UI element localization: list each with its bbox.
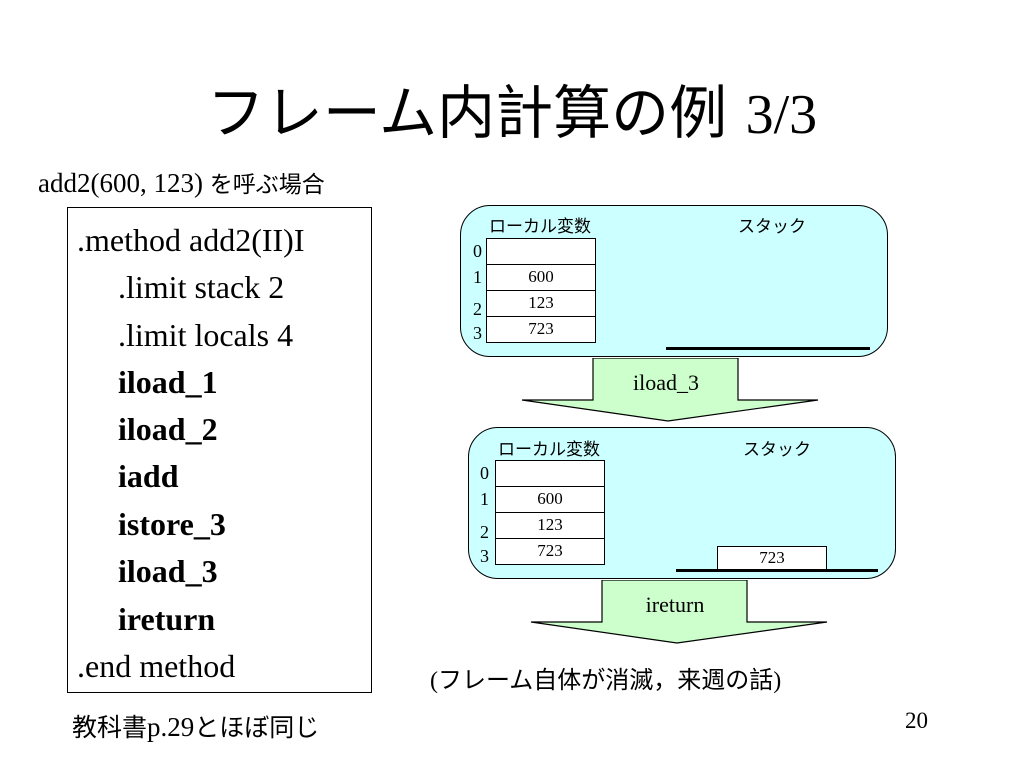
code-line-limit-locals: .limit locals 4	[118, 317, 294, 353]
frame-after-local-1: 600	[496, 487, 604, 513]
frame-after-stack-item-0: 723	[717, 546, 827, 570]
frame-before-stack-base	[666, 347, 870, 350]
frame-before-local-3: 723	[487, 317, 595, 343]
slide-title: フレーム内計算の例 3/3	[0, 78, 1024, 150]
subtitle-jp: を呼ぶ場合	[209, 172, 325, 198]
code-line-limit-stack: .limit stack 2	[118, 269, 285, 305]
footer-jp2: とほぼ同じ	[194, 713, 320, 742]
arrow-down-icon	[530, 580, 828, 644]
footer-page: p.29	[147, 712, 195, 742]
frame-after-stack-label: スタック	[743, 440, 811, 460]
footer-note: 教科書p.29とほぼ同じ	[72, 708, 319, 744]
frame-after-stack-base	[676, 569, 878, 572]
title-page-fraction: 3/3	[745, 84, 818, 146]
frame-after-index-3: 3	[480, 546, 489, 566]
caption-open-paren: (	[430, 668, 438, 694]
code-line-iload-1: iload_1	[118, 364, 218, 400]
frame-before-index-1: 1	[473, 267, 482, 287]
code-line-ireturn: ireturn	[118, 601, 216, 637]
code-line-end-method: .end method	[77, 648, 236, 684]
frame-before-local-2: 123	[487, 291, 595, 317]
code-line-iadd: iadd	[118, 458, 179, 494]
frame-before-index-0: 0	[473, 241, 482, 261]
code-line-istore-3: istore_3	[118, 506, 226, 542]
frame-after-index-0: 0	[480, 463, 489, 483]
arrow1-label: iload_3	[633, 370, 699, 395]
frame-before-stack-label: スタック	[738, 217, 806, 237]
frame-before-locals-table: 600 123 723	[486, 238, 596, 343]
title-text: フレーム内計算の例	[206, 79, 728, 147]
code-line-iload-3: iload_3	[118, 553, 218, 589]
bytecode-listing: .method add2(II)I .limit stack 2 .limit …	[67, 207, 372, 693]
subtitle-call: add2(600, 123)	[38, 168, 203, 198]
frame-after-local-3: 723	[496, 539, 604, 565]
frame-after-index-2: 2	[480, 522, 489, 542]
frame-before-local-1: 600	[487, 265, 595, 291]
frame-before-locals-label: ローカル変数	[489, 217, 591, 237]
arrow-down-icon	[521, 358, 819, 422]
frame-before-index-2: 2	[473, 299, 482, 319]
frame-after-index-1: 1	[480, 489, 489, 509]
arrow2-label: ireturn	[645, 592, 705, 617]
frame-after-locals-table: 600 123 723	[495, 460, 605, 565]
caption-close-paren: )	[773, 668, 782, 694]
page-number: 20	[905, 708, 928, 733]
frame-after-local-0	[496, 461, 604, 487]
code-line-method: .method add2(II)I	[77, 222, 305, 258]
frame-after-locals-label: ローカル変数	[498, 440, 600, 460]
frame-before-local-0	[487, 239, 595, 265]
footer-jp1: 教科書	[72, 713, 148, 742]
caption-jp: フレーム自体が消滅，来週の話	[438, 666, 774, 694]
frame-after-local-2: 123	[496, 513, 604, 539]
code-line-iload-2: iload_2	[118, 411, 218, 447]
caption: (フレーム自体が消滅，来週の話)	[430, 660, 781, 695]
frame-before-index-3: 3	[473, 323, 482, 343]
subtitle: add2(600, 123) を呼ぶ場合	[38, 165, 325, 199]
